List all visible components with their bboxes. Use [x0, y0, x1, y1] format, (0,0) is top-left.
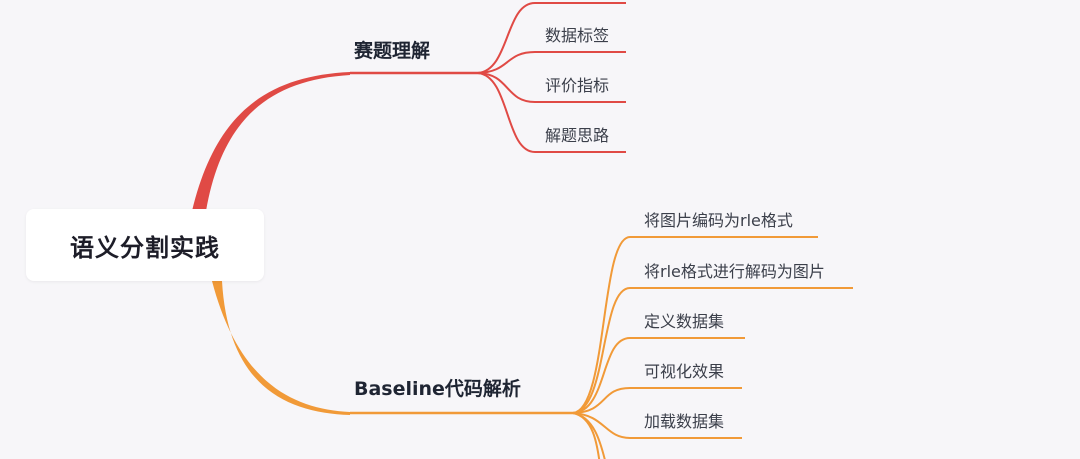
connector-leaf-1-1 [477, 51, 626, 74]
connector-root-branch-2 [212, 281, 350, 415]
leaf-node-2-1[interactable]: 将图片编码为rle格式 [644, 211, 793, 230]
connector-leaf-2-4 [572, 412, 742, 439]
root-label: 语义分割实践 [70, 233, 220, 262]
leaf-node-1-2[interactable]: 评价指标 [545, 76, 610, 95]
branch-node-2[interactable]: Baseline代码解析 [354, 378, 521, 400]
branch-node-1[interactable]: 赛题理解 [354, 40, 431, 62]
connector-leaf-1-3 [477, 72, 626, 153]
branch-2-leaf-connectors [572, 236, 853, 459]
leaf-node-2-3[interactable]: 定义数据集 [644, 312, 725, 331]
leaf-node-2-5[interactable]: 加载数据集 [644, 412, 725, 431]
connector-leaf-2-0 [572, 236, 818, 414]
connector-leaf-2-1 [572, 287, 853, 414]
leaf-node-2-2[interactable]: 将rle格式进行解码为图片 [644, 262, 825, 281]
leaf-node-2-4[interactable]: 可视化效果 [644, 362, 725, 381]
connector-leaf-1-2 [477, 72, 626, 103]
root-node[interactable]: 语义分割实践 [26, 209, 264, 281]
leaf-node-1-3[interactable]: 解题思路 [545, 126, 610, 145]
leaf-node-1-1[interactable]: 数据标签 [545, 26, 610, 45]
connector-leaf-2-6 [572, 412, 606, 459]
connector-root-branch-1 [192, 72, 350, 211]
branch-1-leaf-connectors [477, 2, 626, 153]
connector-leaf-1-0 [477, 2, 626, 74]
connector-leaf-2-3 [572, 387, 742, 414]
connector-leaf-2-2 [572, 337, 745, 414]
